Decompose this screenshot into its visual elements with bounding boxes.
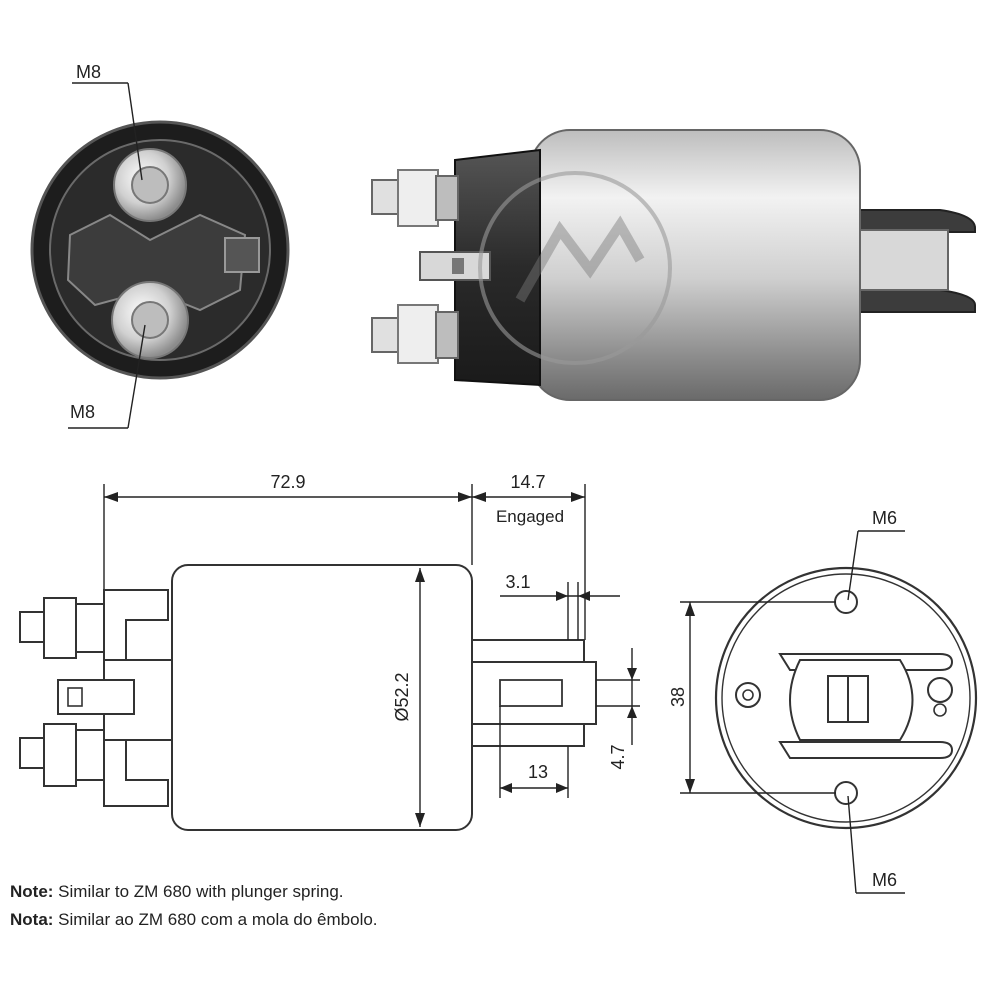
- dim-stroke-note: Engaged: [496, 507, 564, 526]
- terminal-top-bolt: [113, 148, 187, 222]
- leader-top-m8: [72, 82, 143, 181]
- label-m6-top: M6: [872, 508, 897, 528]
- note-portuguese-text: Similar ao ZM 680 com a mola do êmbolo.: [53, 910, 378, 929]
- dim-slot-width-4-7: 4.7: [608, 744, 628, 769]
- leader-bottom-m8: [68, 324, 146, 429]
- dim-hole-spacing-38: 38: [668, 687, 688, 707]
- terminal-bottom-bolt: [111, 281, 189, 359]
- tech-end-view: 38 M6 M6: [668, 508, 978, 894]
- tech-side-view: 72.9 14.7 Engaged Ø52.2: [19, 472, 640, 831]
- dim-diameter: Ø52.2: [392, 672, 412, 721]
- label-m8-bottom: M8: [70, 402, 95, 422]
- dim-length-72-9: 72.9: [270, 472, 305, 492]
- note-portuguese: Nota: Similar ao ZM 680 com a mola do êm…: [10, 910, 378, 930]
- note-portuguese-prefix: Nota:: [10, 910, 54, 929]
- hole-bottom: [834, 781, 858, 805]
- dim-slot-13: 13: [528, 762, 548, 782]
- label-m8-top: M8: [76, 62, 101, 82]
- dim-stroke-14-7: 14.7: [510, 472, 545, 492]
- hole-top: [834, 590, 858, 614]
- photo-side-view: [371, 129, 976, 401]
- label-m6-bottom: M6: [872, 870, 897, 890]
- dim-offset-3-1: 3.1: [505, 572, 530, 592]
- note-english-text: Similar to ZM 680 with plunger spring.: [53, 882, 344, 901]
- note-english-prefix: Note:: [10, 882, 54, 901]
- photo-end-view: M8 M8: [30, 62, 290, 429]
- note-english: Note: Similar to ZM 680 with plunger spr…: [10, 882, 344, 902]
